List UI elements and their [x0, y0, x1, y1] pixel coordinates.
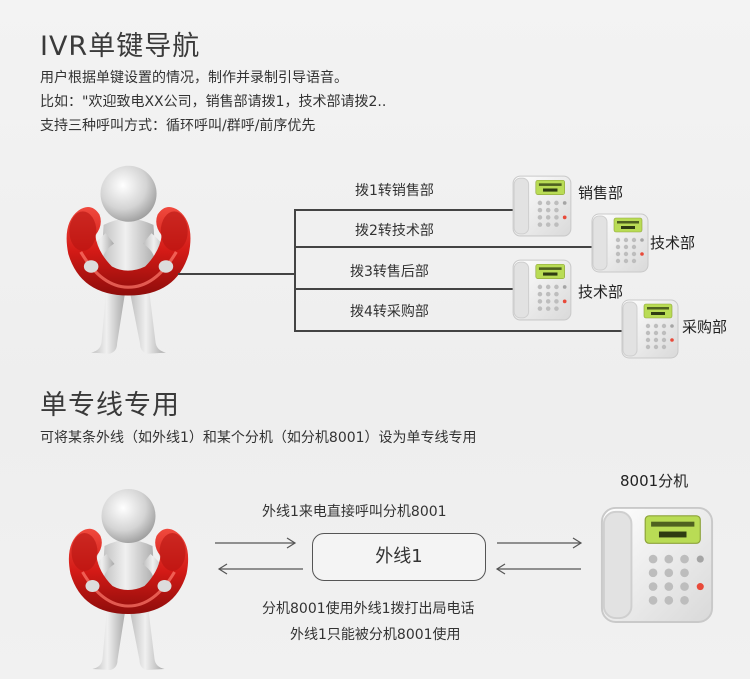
dedicated-description: 可将某条外线（如外线1）和某个分机（如分机8001）设为单专线专用 — [40, 430, 477, 446]
department-label-tech-2: 技术部 — [578, 283, 624, 301]
exclusive-use-label: 外线1只能被分机8001使用 — [290, 627, 461, 643]
desk-phone-icon — [620, 296, 680, 360]
ivr-branch-line-1 — [294, 209, 514, 211]
branch-label-tech: 拨2转技术部 — [355, 223, 434, 239]
ivr-description-line-3: 支持三种呼叫方式：循环呼叫/群呼/前序优先 — [40, 118, 316, 134]
desk-phone-icon — [510, 172, 574, 238]
branch-label-aftersales: 拨3转售后部 — [350, 264, 429, 280]
ivr-trunk-line — [178, 273, 295, 275]
outgoing-call-label: 分机8001使用外线1拨打出局电话 — [262, 601, 475, 617]
extension-8001-label: 8001分机 — [620, 472, 689, 490]
dedicated-section-title: 单专线专用 — [40, 390, 180, 421]
department-label-sales: 销售部 — [578, 184, 624, 202]
call-flow-arrows — [215, 535, 585, 575]
desk-phone-icon — [510, 256, 574, 322]
desk-phone-icon — [598, 494, 716, 632]
ivr-description-line-1: 用户根据单键设置的情况，制作并录制引导语音。 — [40, 70, 348, 86]
desk-phone-icon — [590, 210, 650, 274]
department-label-purchasing: 采购部 — [682, 318, 728, 336]
ivr-branch-line-3 — [294, 288, 514, 290]
ivr-branch-vertical — [294, 209, 296, 331]
caller-figure-with-handset — [60, 474, 195, 674]
ivr-branch-line-2 — [294, 246, 594, 248]
ivr-description-line-2: 比如："欢迎致电XX公司，销售部请拨1，技术部请拨2.. — [40, 94, 387, 110]
branch-label-purchasing: 拨4转采购部 — [350, 304, 429, 320]
ivr-section-title: IVR单键导航 — [40, 31, 201, 62]
outside-line-box: 外线1 — [312, 533, 486, 581]
ivr-branch-line-4 — [294, 330, 624, 332]
department-label-tech: 技术部 — [650, 234, 696, 252]
caller-figure-with-handset — [60, 150, 195, 358]
branch-label-sales: 拨1转销售部 — [355, 183, 434, 199]
incoming-call-label: 外线1来电直接呼叫分机8001 — [262, 504, 447, 520]
